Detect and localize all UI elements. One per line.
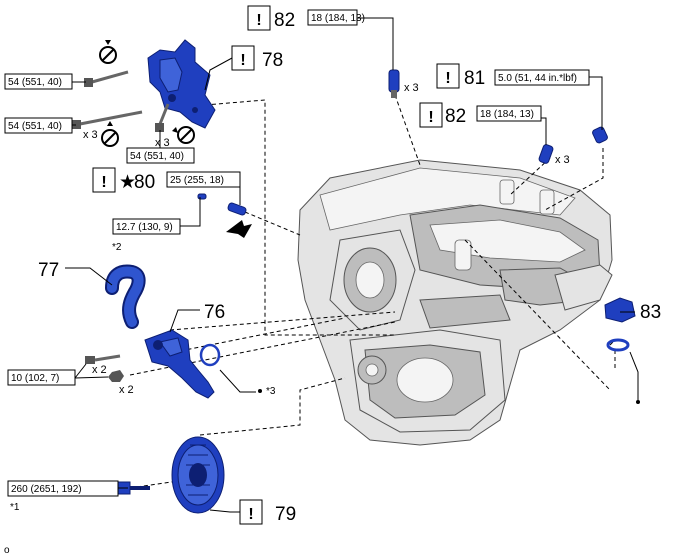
svg-text:!: !: [445, 70, 450, 87]
callout-80: ! ★ 80 25 (255, 18) 12.7 (130, 9) *2: [92, 167, 241, 253]
svg-text:x 3: x 3: [155, 137, 170, 149]
bracket-torque-2: 54 (551, 40) x 3: [4, 117, 98, 141]
callout-79: 260 (2651, 192) *1 ! 79: [7, 480, 296, 525]
svg-text:25 (255, 18): 25 (255, 18): [170, 175, 224, 186]
water-outlet-76: [144, 329, 221, 399]
outlet-nut: [108, 370, 124, 382]
svg-text:!: !: [248, 506, 253, 523]
svg-text:!: !: [428, 109, 433, 126]
knock-sensor-82b: [538, 144, 554, 164]
bracket-torque-1: 54 (551, 40): [4, 73, 73, 90]
svg-text:82: 82: [445, 106, 466, 127]
crankshaft-pulley-79: [171, 436, 225, 514]
leader-lines: [65, 17, 639, 513]
svg-text:18 (184, 13): 18 (184, 13): [311, 13, 365, 24]
svg-text:*2: *2: [112, 242, 122, 253]
svg-text:x 3: x 3: [555, 154, 570, 166]
engine-assembly: [297, 159, 613, 446]
svg-text:83: 83: [640, 302, 661, 323]
svg-text:*3: *3: [266, 386, 276, 397]
no-reuse-icon: [101, 121, 119, 147]
svg-text:5.0 (51, 44 in.*lbf): 5.0 (51, 44 in.*lbf): [498, 73, 577, 84]
callout-82a: ! 82 18 (184, 13) x 3: [247, 5, 419, 94]
svg-text:10 (102, 7): 10 (102, 7): [11, 373, 59, 384]
svg-text:54 (551, 40): 54 (551, 40): [130, 151, 184, 162]
bracket-bolt-2: [72, 110, 143, 129]
oil-filler-cap-83: [604, 297, 636, 352]
svg-text:★: ★: [119, 172, 136, 193]
svg-text:x 2: x 2: [119, 384, 134, 396]
callout-81: ! 81 5.0 (51, 44 in.*lbf): [436, 63, 590, 89]
svg-text:x 2: x 2: [92, 364, 107, 376]
outlet-bolt: [85, 354, 121, 364]
callout-77: 77: [38, 260, 59, 281]
svg-text:54 (551, 40): 54 (551, 40): [8, 77, 62, 88]
temp-sensor-81: [592, 126, 608, 144]
svg-text:79: 79: [275, 504, 296, 525]
svg-text:!: !: [101, 174, 106, 191]
svg-text:12.7 (130, 9): 12.7 (130, 9): [116, 222, 173, 233]
figure-code: o: [4, 545, 10, 556]
svg-text:*1: *1: [10, 502, 20, 513]
no-reuse-icon: [99, 40, 117, 64]
svg-text:18 (184, 13): 18 (184, 13): [480, 109, 534, 120]
knock-sensor-82a: [388, 69, 400, 98]
svg-text:x 3: x 3: [404, 82, 419, 94]
svg-text:76: 76: [204, 302, 225, 323]
svg-text:!: !: [256, 12, 261, 29]
svg-text:x 3: x 3: [83, 129, 98, 141]
callout-82b: ! 82 18 (184, 13) x 3: [419, 102, 570, 166]
svg-text:80: 80: [134, 172, 155, 193]
svg-text:81: 81: [464, 68, 485, 89]
svg-text:54 (551, 40): 54 (551, 40): [8, 121, 62, 132]
alternator-bracket: [147, 39, 216, 129]
callout-83: 83: [636, 302, 661, 404]
svg-text:77: 77: [38, 260, 59, 281]
water-hose-77: [105, 264, 146, 329]
bracket-bolt-3: [155, 103, 170, 132]
svg-text:82: 82: [274, 10, 295, 31]
callout-76: 76 *3: [204, 302, 276, 397]
svg-text:260 (2651, 192): 260 (2651, 192): [11, 484, 82, 495]
svg-text:!: !: [240, 52, 245, 69]
no-reuse-icon: [172, 126, 195, 144]
bracket-bolt-1: [84, 70, 129, 87]
callout-78: ! 78: [231, 45, 283, 71]
bypass-pipe-80: [197, 193, 252, 238]
svg-text:78: 78: [262, 50, 283, 71]
bracket-torque-3: 54 (551, 40) x 3: [126, 137, 195, 164]
outlet-torque: 10 (102, 7) x 2 x 2: [7, 364, 134, 396]
